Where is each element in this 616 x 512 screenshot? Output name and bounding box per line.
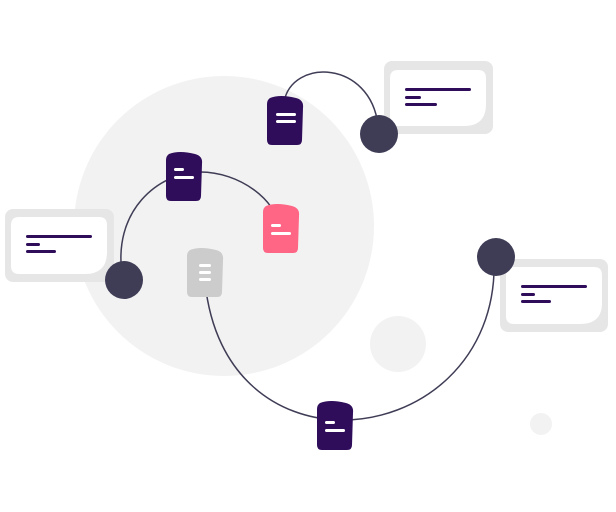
document-gray <box>187 248 224 297</box>
document-bottom <box>317 401 354 450</box>
document-pink <box>263 204 300 253</box>
backdrop-small-circle <box>370 316 426 372</box>
message-line-3 <box>26 250 56 253</box>
message-card-inner <box>506 267 602 324</box>
message-card-right <box>500 259 608 332</box>
message-line-2 <box>405 96 421 99</box>
backdrop-large-circle <box>74 76 374 376</box>
connector-arc-top <box>283 71 379 126</box>
message-card-inner <box>11 217 107 274</box>
message-line-1 <box>405 88 471 91</box>
message-line-2 <box>521 293 535 296</box>
message-line-2 <box>26 243 40 246</box>
message-line-1 <box>26 235 92 238</box>
message-line-3 <box>521 300 551 303</box>
message-card-top <box>384 61 493 134</box>
document-icon <box>263 204 300 253</box>
message-line-3 <box>405 103 437 106</box>
connection-node-icon <box>360 115 398 153</box>
message-card-left <box>5 209 114 282</box>
document-left <box>166 152 203 201</box>
document-top <box>267 96 304 145</box>
message-line-1 <box>521 285 587 288</box>
message-card-inner <box>390 70 486 126</box>
document-icon <box>317 401 354 450</box>
connection-node-icon <box>105 261 143 299</box>
backdrop-tiny-circle <box>530 413 552 435</box>
connection-node-icon <box>477 238 515 276</box>
